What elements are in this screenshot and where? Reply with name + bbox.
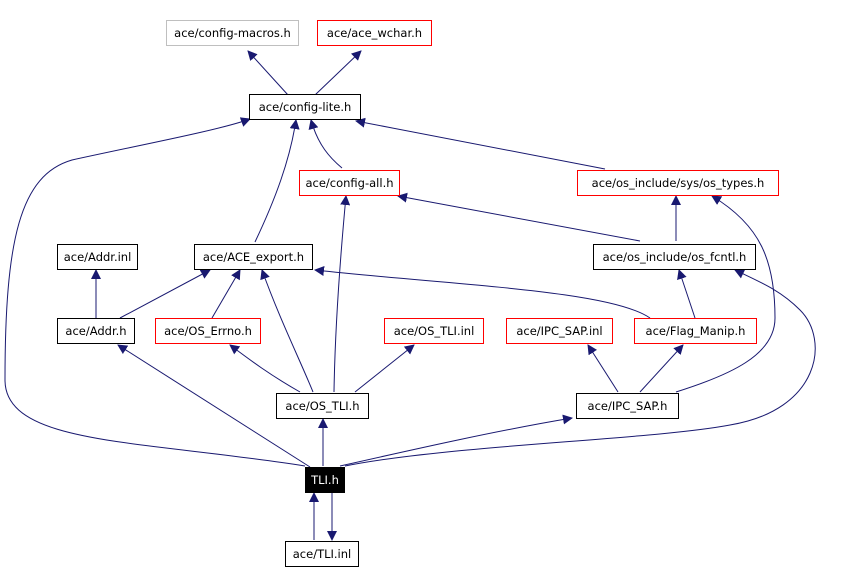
node-ipc-sap-inl[interactable]: ace/IPC_SAP.inl bbox=[506, 318, 613, 344]
edge-os-tli-h-to-ace-export bbox=[260, 269, 314, 393]
node-ace-export-h[interactable]: ace/ACE_export.h bbox=[194, 244, 313, 270]
edge-os-fcntl-to-config-all bbox=[397, 192, 641, 242]
node-os-types-h[interactable]: ace/os_include/sys/os_types.h bbox=[577, 170, 779, 196]
edge-config-all-to-config-lite bbox=[308, 119, 343, 169]
edge-tli-h-to-config-lite bbox=[4, 117, 306, 467]
node-addr-inl[interactable]: ace/Addr.inl bbox=[57, 244, 138, 270]
node-ipc-sap-h[interactable]: ace/IPC_SAP.h bbox=[576, 393, 679, 419]
edge-os-tli-h-to-os-tli-inl bbox=[354, 344, 415, 393]
node-config-lite-h[interactable]: ace/config-lite.h bbox=[249, 94, 361, 120]
node-os-tli-inl[interactable]: ace/OS_TLI.inl bbox=[384, 318, 484, 344]
node-tli-inl[interactable]: ace/TLI.inl bbox=[285, 541, 359, 567]
node-os-errno-h[interactable]: ace/OS_Errno.h bbox=[155, 318, 261, 344]
edge-flag-manip-to-os-fcntl bbox=[677, 269, 696, 319]
edge-ipc-sap-h-to-flag-manip bbox=[639, 344, 684, 393]
edge-flag-manip-to-ace-export bbox=[314, 266, 651, 319]
edge-tli-h-to-ipc-sap-h bbox=[339, 414, 573, 467]
edge-os-tli-h-to-config-all bbox=[333, 195, 351, 393]
node-ace-wchar-h[interactable]: ace/ace_wchar.h bbox=[317, 20, 432, 46]
edge-ipc-sap-h-to-ipc-sap-inl bbox=[587, 344, 619, 393]
node-flag-manip-h[interactable]: ace/Flag_Manip.h bbox=[634, 318, 757, 344]
edge-addr-h-to-ace-export bbox=[119, 269, 211, 319]
node-os-fcntl-h[interactable]: ace/os_include/os_fcntl.h bbox=[593, 244, 756, 270]
edge-os-types-to-config-lite bbox=[355, 117, 606, 170]
node-addr-h[interactable]: ace/Addr.h bbox=[57, 318, 135, 344]
node-tli-h-current: TLI.h bbox=[305, 467, 345, 493]
node-os-tli-h[interactable]: ace/OS_TLI.h bbox=[276, 393, 369, 419]
edge-config-lite-to-ace-wchar bbox=[314, 50, 362, 96]
edge-config-lite-to-config-macros bbox=[247, 50, 289, 96]
edge-os-tli-h-to-os-errno bbox=[229, 344, 301, 393]
edge-os-errno-to-ace-export bbox=[211, 269, 241, 319]
edge-tli-h-to-addr-h bbox=[117, 344, 311, 468]
node-config-all-h[interactable]: ace/config-all.h bbox=[299, 170, 400, 196]
node-config-macros-h[interactable]: ace/config-macros.h bbox=[166, 20, 299, 46]
edge-ace-export-to-config-lite bbox=[254, 119, 300, 243]
edge-ipc-sap-h-to-os-types bbox=[675, 195, 776, 393]
edge-tli-h-to-os-fcntl bbox=[344, 269, 816, 467]
